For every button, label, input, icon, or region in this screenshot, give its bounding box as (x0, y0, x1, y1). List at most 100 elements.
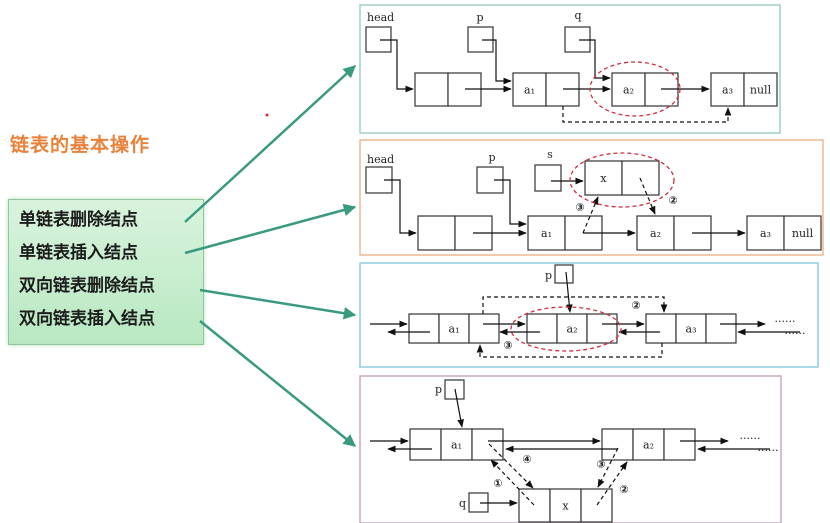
node-cell (408, 313, 440, 344)
head-pointer-label: head (367, 11, 394, 24)
node-value: a₂ (643, 439, 654, 452)
node-cell (545, 72, 580, 107)
node-cell (556, 313, 588, 344)
node-x: x (584, 160, 660, 196)
node-cell (710, 72, 745, 107)
slide-title: 链表的基本操作 (10, 134, 151, 156)
ellipsis: ······ (785, 327, 806, 340)
node-cell (675, 313, 707, 344)
node-cell (584, 160, 623, 196)
node-a2: a₂ (601, 428, 696, 461)
node-cell (468, 313, 500, 344)
node-a3: a₃ null (710, 72, 778, 107)
p-pointer-label: p (476, 11, 483, 24)
node-cell (580, 488, 613, 523)
node-value: a₁ (451, 439, 462, 452)
step-3-label: ③ (575, 201, 584, 214)
pointer-arrow-1 (184, 65, 356, 223)
ellipsis: ······ (758, 444, 779, 457)
op-single-insert: 单链表插入结点 (19, 243, 138, 263)
operations-box: 单链表删除结点 单链表插入结点 双向链表删除结点 双向链表插入结点 (8, 199, 204, 345)
node-x: x (518, 488, 613, 523)
node-cell (743, 72, 778, 107)
highlight-ellipse (510, 306, 622, 352)
step2-link (596, 461, 628, 506)
head-pointer-label: head (367, 153, 394, 166)
bypass-next-link (482, 296, 668, 314)
p-pointer-label: p (545, 269, 552, 282)
op-single-delete: 单链表删除结点 (19, 210, 138, 230)
node-value: a₁ (449, 323, 460, 336)
step-2-label: ② (619, 483, 628, 496)
node-value: a₂ (623, 84, 634, 97)
step3-link (597, 447, 619, 488)
p-link (565, 271, 573, 313)
node-cell (601, 428, 634, 461)
op-double-insert: 双向链表插入结点 (19, 309, 155, 329)
node-value: a₃ (760, 227, 771, 240)
step-3-label: ③ (503, 339, 512, 352)
step-2-label: ② (668, 194, 677, 207)
head-node-hatched-cell (417, 215, 456, 251)
node-cell (526, 313, 558, 344)
pointer-arrow-2 (184, 203, 357, 255)
node-cell (645, 313, 677, 344)
bypass-prev-link (476, 343, 663, 358)
p-link (482, 39, 512, 85)
highlight-ellipse (569, 152, 675, 208)
op-double-delete: 双向链表删除结点 (19, 276, 155, 296)
node-value: null (750, 84, 772, 97)
node-value: x (562, 500, 569, 513)
node-a1: a₁ (512, 72, 580, 107)
bypass-link (562, 106, 732, 123)
pointer-arrow-4 (199, 320, 356, 447)
p-pointer-label: p (435, 383, 442, 396)
ellipsis: ······ (740, 432, 761, 445)
q-pointer-label: q (574, 9, 581, 22)
step-2-label: ② (631, 299, 640, 312)
step-1-label: ① (493, 477, 502, 490)
node-a3: a₃ (645, 313, 737, 344)
p-link (494, 179, 527, 228)
cursor-dot (265, 113, 269, 117)
step-4-label: ④ (522, 453, 531, 466)
q-link (579, 39, 611, 82)
node-value: a₂ (650, 227, 661, 240)
p-link (454, 388, 464, 428)
s-pointer-label: s (547, 148, 553, 161)
p-pointer-label: p (488, 151, 495, 164)
node-a1: a₁ (409, 428, 504, 461)
node-a1: a₁ (408, 313, 500, 344)
q-pointer-label: q (459, 497, 466, 510)
node-cell (663, 428, 696, 461)
ellipsis: ······ (775, 315, 796, 328)
node-value: a₁ (541, 227, 552, 240)
pointer-arrow-3 (199, 288, 357, 320)
s-pointer-box (534, 164, 562, 192)
node-cell (409, 428, 442, 461)
step1-link (490, 459, 535, 506)
node-cell (549, 488, 582, 523)
node-a2: a₂ (526, 313, 618, 344)
node-cell (438, 313, 470, 344)
node-cell (632, 428, 665, 461)
node-cell (527, 215, 566, 251)
step4-link (488, 443, 534, 489)
node-cell (705, 313, 737, 344)
node-cell (586, 313, 618, 344)
head-node-hatched-cell (414, 72, 449, 107)
node-cell (783, 215, 822, 251)
node-value: a₂ (567, 323, 578, 336)
node-value: a₃ (722, 84, 733, 97)
step-3-label: ③ (596, 458, 605, 471)
highlight-ellipse (589, 61, 681, 117)
node-value: a₃ (686, 323, 697, 336)
node-value: a₁ (524, 84, 535, 97)
head-link (384, 179, 417, 237)
node-cell (440, 428, 473, 461)
p-pointer-box (554, 264, 574, 284)
node-cell (471, 428, 504, 461)
node-value: x (600, 172, 607, 185)
